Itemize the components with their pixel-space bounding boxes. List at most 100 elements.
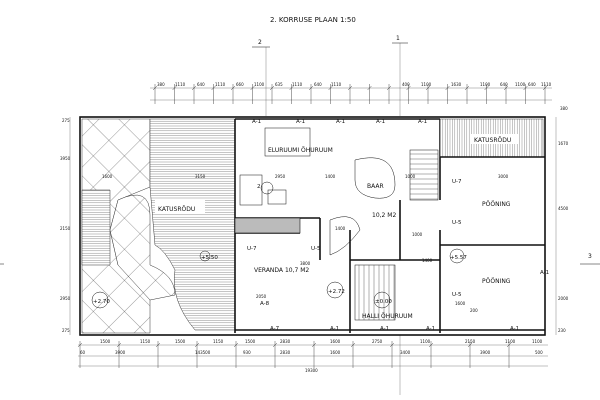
drawing-line: [386, 85, 392, 91]
dim-text: 1110: [292, 82, 303, 87]
dim-text: 3900: [115, 350, 126, 355]
drawing-line: [503, 85, 509, 91]
dim-text: 3400: [400, 350, 411, 355]
dim-text: 1400: [335, 226, 346, 231]
tag-a1: A-1: [418, 119, 427, 125]
dim-text: 1100: [420, 339, 431, 344]
dim-text: 640: [314, 82, 322, 87]
upper-stair: [409, 149, 439, 201]
dim-text: 1500: [100, 339, 111, 344]
dim-text: 1600: [330, 350, 341, 355]
dim-text: 635: [275, 82, 283, 87]
drawing-line: [523, 85, 528, 91]
dim-text: 400: [402, 82, 410, 87]
tag-a1: A-1: [336, 119, 345, 125]
dim-text: 640: [197, 82, 205, 87]
dim-text: 230: [558, 328, 566, 333]
dim-text: 275: [62, 118, 70, 123]
dim-text: 660: [236, 82, 244, 87]
tag-a1: A-1: [252, 119, 261, 125]
building-outline: [79, 116, 546, 336]
dim-text: 1110: [331, 82, 342, 87]
tag-a1: A-1: [330, 326, 339, 332]
room-label-baar: BAAR: [367, 183, 384, 190]
tag-a7: A-7: [270, 326, 280, 332]
drawing-line: [506, 342, 512, 348]
drawing-line: [289, 85, 294, 91]
room-label-area: 10,2 M2: [372, 212, 396, 219]
tag-u7: U-7: [452, 179, 462, 185]
dim-text: 2950: [275, 174, 286, 179]
dim-text: 1400: [325, 174, 336, 179]
dim-text: 640: [528, 82, 536, 87]
dim-text: 1110: [215, 82, 226, 87]
dim-text: 2150: [60, 226, 71, 231]
dim-text: 1100: [421, 82, 432, 87]
dim-text: 2830: [280, 350, 291, 355]
tag-a1: A-1: [510, 326, 519, 332]
dim-text: 3000: [498, 174, 509, 179]
left-eaves-area: KATUSRÕDU +5.50 +2.70: [91, 118, 236, 331]
dim-text: 2830: [280, 339, 291, 344]
hall-void: ±0.00 HALLI ÕHURUUM: [362, 291, 413, 320]
drawing-line: [406, 85, 411, 91]
drawing-line: [328, 85, 333, 91]
dim-text: 1100: [480, 82, 491, 87]
dim-text: 1000: [412, 232, 423, 237]
dim-text: 3900: [480, 350, 491, 355]
attic-top: PÖÖNING PÖÖNING +5.57: [440, 156, 545, 285]
top-dimension-chain: 380 1110 640 1110 660 1100 635 1110 640 …: [150, 82, 568, 111]
dim-text: 1110: [175, 82, 186, 87]
dim-text: 1500: [175, 339, 186, 344]
room-label-pooning-bottom: PÖÖNING: [482, 278, 511, 285]
drawing-line: [194, 342, 200, 348]
dim-text: 275: [62, 328, 70, 333]
drawing-line: [311, 342, 317, 348]
dim-text: 1100: [505, 339, 516, 344]
veranda: VERANDA 10,7 M2 +2.72: [254, 267, 345, 299]
drawing-line: [191, 85, 197, 91]
section-marker-label: 1: [396, 35, 400, 42]
dim-text: 3950: [60, 156, 71, 161]
dim-text: 3800: [300, 261, 311, 266]
room-label-katusrodu-right: KATUSRÕDU: [474, 137, 511, 144]
dim-text: 1150: [213, 339, 224, 344]
structural-beam: [234, 217, 301, 234]
dim-text: 1000: [405, 174, 416, 179]
dim-text: 2950: [60, 296, 71, 301]
drawing-line: [272, 342, 278, 348]
tag-u5: U-5: [311, 246, 321, 252]
left-dimension-chain: 275 3950 2150 2950 275: [60, 117, 71, 335]
dim-text: 1630: [451, 82, 462, 87]
living-void-room: ELURUUMI ÕHURUUM 2: [239, 127, 333, 206]
dim-text: 930: [243, 350, 251, 355]
drawing-line: [116, 342, 122, 348]
drawing-line: [155, 342, 161, 348]
dim-text: 1670: [558, 141, 569, 146]
drawing-line: [350, 342, 356, 348]
drawing-line: [445, 85, 450, 91]
tag-u5: U-5: [452, 292, 462, 298]
drawing-line: [428, 342, 434, 348]
dim-text: 1500: [245, 339, 256, 344]
dim-text: 1150: [140, 339, 151, 344]
dim-text: 1600: [330, 339, 341, 344]
dim-text: 380: [157, 82, 165, 87]
tag-u5: U-5: [452, 220, 462, 226]
dim-text: 2150: [465, 339, 476, 344]
section-marker-2: 2: [252, 39, 270, 116]
bar-area: BAAR 10,2 M2: [329, 157, 396, 256]
dim-text: 3150: [195, 174, 206, 179]
drawing-line: [464, 85, 470, 91]
drawing-line: [269, 85, 275, 91]
drawing-line: [425, 85, 431, 91]
drawing-line: [233, 342, 239, 348]
dim-total: 19300: [305, 368, 318, 373]
dim-text: 1400: [422, 258, 433, 263]
tag-a1: A-1: [426, 326, 435, 332]
room-label-eluruumi: ELURUUMI ÕHURUUM: [268, 147, 333, 154]
level-label: ±0.00: [375, 299, 392, 305]
lower-stair: [354, 264, 396, 321]
right-eaves-area: KATUSRÕDU: [439, 118, 544, 158]
